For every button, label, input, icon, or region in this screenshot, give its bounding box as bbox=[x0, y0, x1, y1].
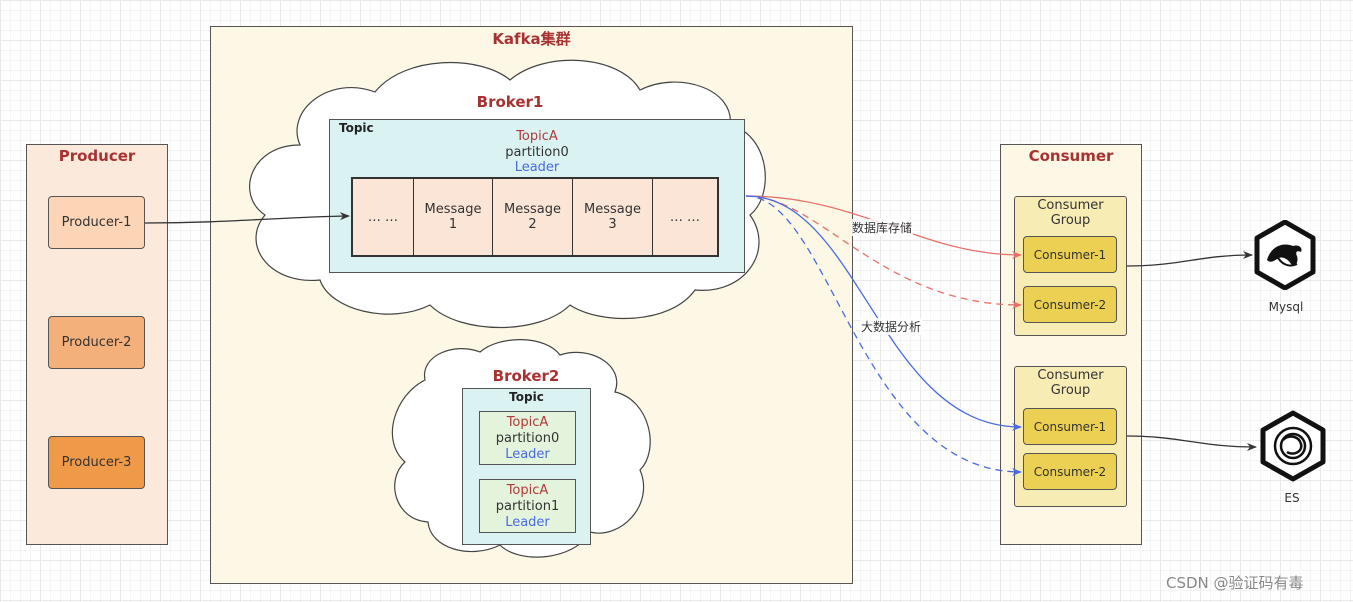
group2-consumer-1[interactable]: Consumer-1 bbox=[1023, 408, 1117, 445]
consumer-title: Consumer bbox=[1028, 147, 1114, 165]
broker2-p0-role: Leader bbox=[505, 447, 550, 462]
consumer-group-2-label: Consumer Group bbox=[1037, 368, 1104, 398]
broker1-topic-name: TopicA bbox=[516, 129, 558, 144]
producer-2-box[interactable]: Producer-2 bbox=[48, 316, 145, 369]
mysql-label: Mysql bbox=[1268, 300, 1304, 314]
queue-cell-ellipsis-end[interactable]: … … bbox=[653, 179, 717, 255]
group2-consumer-2[interactable]: Consumer-2 bbox=[1023, 453, 1117, 490]
broker1-title: Broker1 bbox=[476, 93, 544, 111]
broker2-p1-role: Leader bbox=[505, 515, 550, 530]
queue-cell-ellipsis-start[interactable]: … … bbox=[353, 179, 414, 255]
broker1-leader-role: Leader bbox=[514, 160, 560, 175]
queue-cell-message-1[interactable]: Message 1 bbox=[414, 179, 493, 255]
broker2-title: Broker2 bbox=[492, 367, 560, 385]
group1-consumer-2[interactable]: Consumer-2 bbox=[1023, 286, 1117, 323]
broker2-p1-partition: partition1 bbox=[495, 499, 560, 514]
csdn-watermark: CSDN @验证码有毒 bbox=[1166, 574, 1304, 592]
analysis-edge-label: 大数据分析 bbox=[860, 318, 923, 335]
mysql-dolphin-icon bbox=[1254, 220, 1316, 290]
kafka-cluster-title: Kafka集群 bbox=[492, 30, 571, 48]
queue-cell-message-2[interactable]: Message 2 bbox=[493, 179, 573, 255]
producer-2-label: Producer-2 bbox=[61, 335, 132, 350]
broker2-p1-topic: TopicA bbox=[506, 483, 549, 498]
consumer-group-1-label: Consumer Group bbox=[1037, 198, 1104, 228]
producer-1-label: Producer-1 bbox=[61, 215, 132, 230]
broker2-p0-partition: partition0 bbox=[495, 431, 560, 446]
producer-title: Producer bbox=[58, 147, 136, 165]
group1-consumer-1[interactable]: Consumer-1 bbox=[1023, 236, 1117, 273]
elasticsearch-icon bbox=[1260, 410, 1326, 482]
storage-edge-label: 数据库存储 bbox=[851, 219, 914, 236]
producer-1-box[interactable]: Producer-1 bbox=[48, 196, 145, 249]
broker2-partition0-box[interactable]: TopicA partition0 Leader bbox=[479, 411, 576, 465]
broker2-partition1-box[interactable]: TopicA partition1 Leader bbox=[479, 479, 576, 533]
broker2-topic-label: Topic bbox=[509, 390, 544, 404]
broker1-topic-label: Topic bbox=[339, 121, 374, 135]
broker1-partition: partition0 bbox=[505, 144, 569, 160]
producer-3-box[interactable]: Producer-3 bbox=[48, 436, 145, 489]
producer-3-label: Producer-3 bbox=[61, 455, 132, 470]
broker2-p0-topic: TopicA bbox=[506, 415, 549, 430]
queue-cell-message-3[interactable]: Message 3 bbox=[573, 179, 653, 255]
es-label: ES bbox=[1284, 491, 1300, 505]
